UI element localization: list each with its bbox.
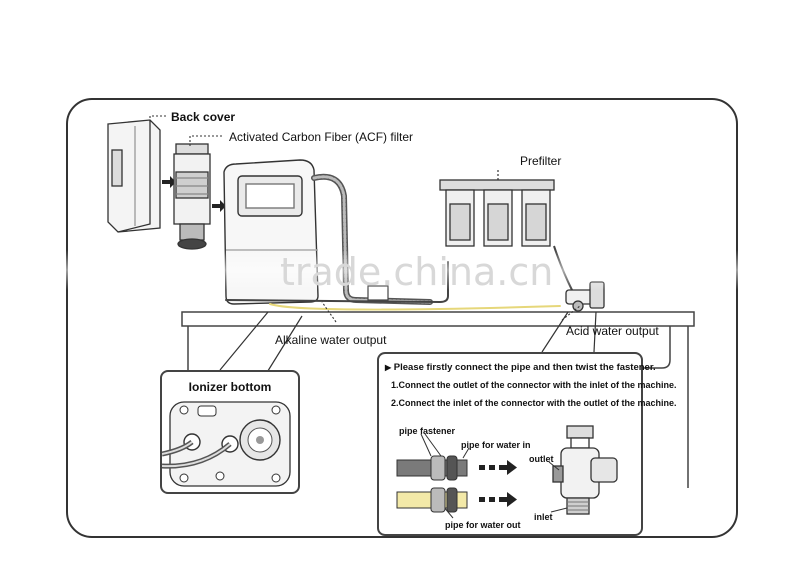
connector-instructions-callout: ▶ Please firstly connect the pipe and th… [377,352,677,536]
label-back-cover: Back cover [171,110,236,124]
ionizer-bottom-title: Ionizer bottom [188,380,272,394]
label-pipe-fastener: pipe fastener [399,426,456,436]
label-acid-output: Acid water output [566,324,659,338]
label-alkaline-output: Alkaline water output [275,333,387,347]
arrow-icon [479,460,517,507]
acf-filter-illustration [173,143,211,250]
label-acf-filter: Activated Carbon Fiber (ACF) filter [229,130,414,144]
instruction-heading: ▶ Please firstly connect the pipe and th… [385,362,656,373]
instruction-step-1: 1.Connect the outlet of the connector wi… [391,380,677,390]
watermark-band [0,250,800,290]
bullet-arrow-icon: ▶ [385,363,392,372]
arrow-icon [162,176,176,188]
arrow-icon [212,200,226,212]
diagram-frame [66,98,738,538]
label-inlet: inlet [534,512,553,522]
callout-lines [219,311,597,375]
connector-illustration [396,425,618,519]
prefilter-illustration [439,179,555,247]
ionizer-bottom-illustration [162,401,291,487]
label-pipe-water-in: pipe for water in [461,440,531,450]
label-pipe-water-out: pipe for water out [445,520,521,530]
back-cover-illustration [107,119,161,233]
label-prefilter: Prefilter [520,154,562,168]
hose-pipe [225,173,561,311]
leader-lines [149,115,581,323]
instruction-heading-text: Please firstly connect the pipe and then… [393,362,656,373]
label-outlet: outlet [529,454,554,464]
ionizer-bottom-callout: Ionizer bottom [160,370,300,494]
instruction-step-2: 2.Connect the inlet of the connector wit… [391,398,677,408]
